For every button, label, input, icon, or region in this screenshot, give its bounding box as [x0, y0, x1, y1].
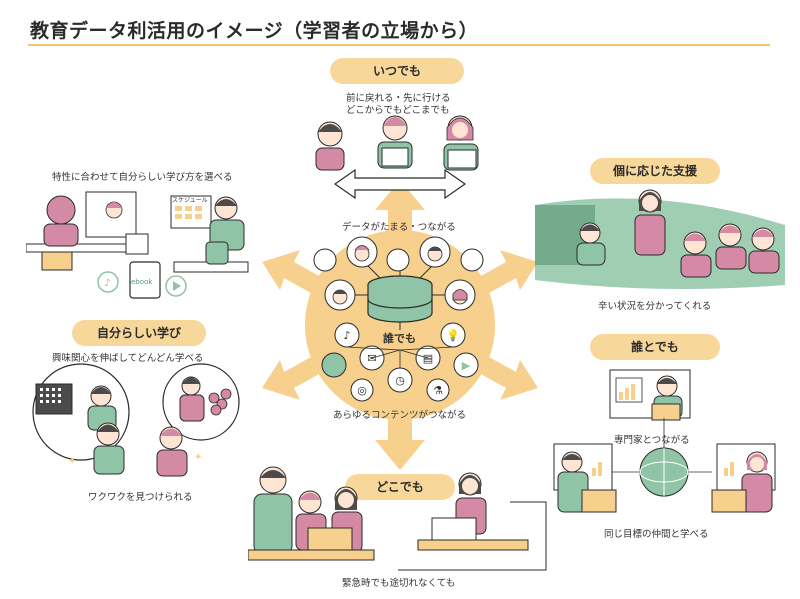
central-hub-diagram: ♪ 💡 ✉ ▤ ▶ ◷ ◎ ⚗ [262, 180, 538, 470]
svg-text:◎: ◎ [357, 384, 367, 397]
svg-text:✦: ✦ [68, 456, 76, 467]
koni-caption: 辛い状況を分かってくれる [598, 301, 712, 312]
page-title: 教育データ利活用のイメージ（学習者の立場から） [30, 20, 479, 42]
itsudemo-illustration [315, 115, 479, 200]
svg-text:▶: ▶ [462, 359, 471, 372]
heading-daretomo: 誰とでも [590, 334, 720, 360]
svg-text:💡: 💡 [446, 329, 460, 342]
svg-text:▤: ▤ [423, 352, 433, 365]
arrow-left-down [262, 352, 330, 400]
tokusei-schedule-label: スケジュール [172, 197, 208, 204]
jibun-caption-top: 興味関心を伸ばしてどんどん学べる [52, 353, 204, 364]
daretomo-illustration [553, 369, 776, 513]
daretomo-caption-bottom: 同じ目標の仲間と学べる [604, 529, 709, 540]
heading-koni: 個に応じた支援 [590, 158, 720, 184]
svg-text:♪: ♪ [343, 329, 350, 342]
itsudemo-line1: 前に戻れる・先に行ける [346, 93, 451, 104]
database-icon [367, 275, 433, 323]
daretomo-caption-top: 専門家とつながる [614, 435, 690, 446]
itsudemo-line2: どこからでもどこまでも [346, 105, 450, 116]
center-top-label: データがたまる・つながる [342, 222, 456, 233]
arrow-right-up [470, 250, 538, 298]
title-divider [28, 44, 770, 46]
svg-text:⚗: ⚗ [433, 384, 443, 397]
tokusei-caption: 特性に合わせて自分らしい学び方を選べる [52, 172, 233, 183]
arrow-bottom [375, 410, 425, 470]
svg-text:♪: ♪ [104, 278, 110, 289]
koni-illustration [535, 189, 785, 289]
center-bottom-label: あらゆるコンテンツがつながる [333, 410, 467, 421]
center-hub-label: 誰でも [383, 332, 416, 345]
dokodemo-illustration [248, 466, 547, 571]
heading-jibun: 自分らしい学び [72, 320, 206, 346]
ebook-label: ebook [131, 278, 153, 286]
arrow-top [375, 180, 425, 240]
heading-itsudemo: いつでも [330, 58, 464, 84]
svg-text:✦: ✦ [194, 452, 202, 463]
svg-text:✉: ✉ [367, 352, 376, 365]
tokusei-illustration: ♪ [26, 191, 249, 299]
arrow-left-up [262, 250, 330, 298]
heading-dokodemo: どこでも [345, 474, 455, 500]
arrow-right-down [470, 352, 538, 400]
dokodemo-caption: 緊急時でも途切れなくても [342, 578, 456, 589]
jibun-illustration: ✦✦ [32, 363, 240, 477]
jibun-caption-bottom: ワクワクを見つけられる [88, 492, 193, 503]
svg-text:◷: ◷ [395, 374, 405, 387]
